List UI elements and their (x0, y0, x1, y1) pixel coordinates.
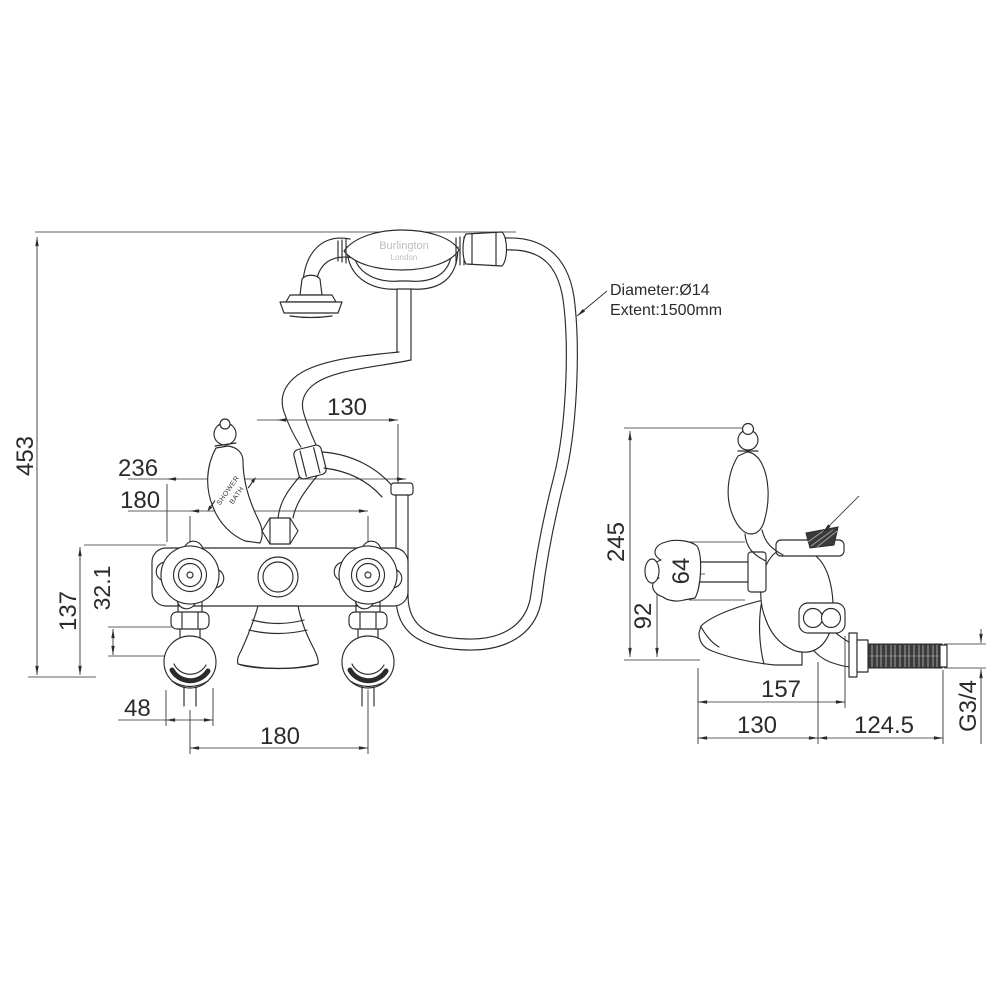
diverter-lever-front: SHOWER BATH (207, 418, 263, 544)
hose-annotation: Diameter:Ø14 Extent:1500mm (576, 282, 722, 319)
handset-brand-line1: Burlington (379, 240, 429, 252)
dim-side-handle-height: 64 (668, 558, 695, 585)
dim-front-cradle-offset: 130 (327, 394, 367, 421)
hex-nut-right (348, 611, 388, 630)
handset-grip (343, 229, 460, 271)
wall-elbow-right (341, 635, 395, 707)
handset-cradle (346, 246, 459, 361)
hose-nut (462, 231, 508, 267)
handset-outlet-boss (257, 556, 299, 598)
handset: Burlington London (279, 229, 508, 319)
handset-ferrules (337, 231, 508, 267)
thread-end (939, 644, 948, 668)
dim-side-wall-stub: 124.5 (854, 712, 914, 739)
side-view (644, 422, 948, 678)
diverter-leader (822, 495, 860, 533)
hose-annotation-leader (576, 290, 608, 317)
dim-front-overall-height: 453 (12, 436, 39, 476)
handset-neck (302, 237, 351, 282)
shower-head (279, 274, 343, 319)
front-view-dimension-lines (28, 231, 516, 754)
wall-connection (801, 629, 948, 678)
dim-front-nut-to-elbow: 32.1 (89, 566, 115, 611)
cradle-column (277, 351, 412, 519)
dim-front-handle-centres: 180 (120, 487, 160, 514)
cross-handle-side (644, 539, 767, 602)
handset-brand-line2: London (391, 253, 418, 262)
shower-hose (321, 237, 578, 651)
cross-handle-left (155, 540, 225, 653)
hex-nut-left (170, 611, 210, 630)
front-view: SHOWER BATH Burlington London (151, 229, 578, 707)
dim-side-overall-height: 245 (603, 522, 630, 562)
centre-hex-nut (261, 517, 299, 545)
dim-side-handle-to-spout: 92 (630, 603, 657, 630)
dim-front-handle-top-to-elbow: 137 (55, 591, 82, 631)
wall-flange (848, 632, 858, 678)
dim-front-elbow-width: 48 (124, 695, 151, 722)
valve-collar (747, 551, 767, 593)
hose-note-diameter: Diameter:Ø14 (610, 282, 710, 299)
cross-handle-right (333, 540, 403, 653)
dim-front-elbow-centres: 180 (260, 723, 300, 750)
hose-outlet-union (798, 602, 846, 634)
hose-end-collar (390, 482, 414, 496)
wall-elbow-left (163, 635, 217, 707)
dim-side-spout-reach: 157 (761, 676, 801, 703)
hose-union-nut (293, 444, 327, 480)
side-view-dimension-text: 245 92 64 157 130 124.5 G3/4 (603, 522, 982, 739)
diverter-lever-side (727, 422, 784, 562)
dim-front-overall-width: 236 (118, 455, 158, 482)
index-button-side (644, 558, 660, 584)
front-view-dimension-text: 453 137 32.1 236 180 130 48 180 (12, 394, 367, 750)
spout-front (237, 605, 319, 670)
dim-side-spout-projection: 130 (737, 712, 777, 739)
hose-note-extent: Extent:1500mm (610, 302, 722, 319)
dim-side-thread: G3/4 (955, 680, 982, 732)
